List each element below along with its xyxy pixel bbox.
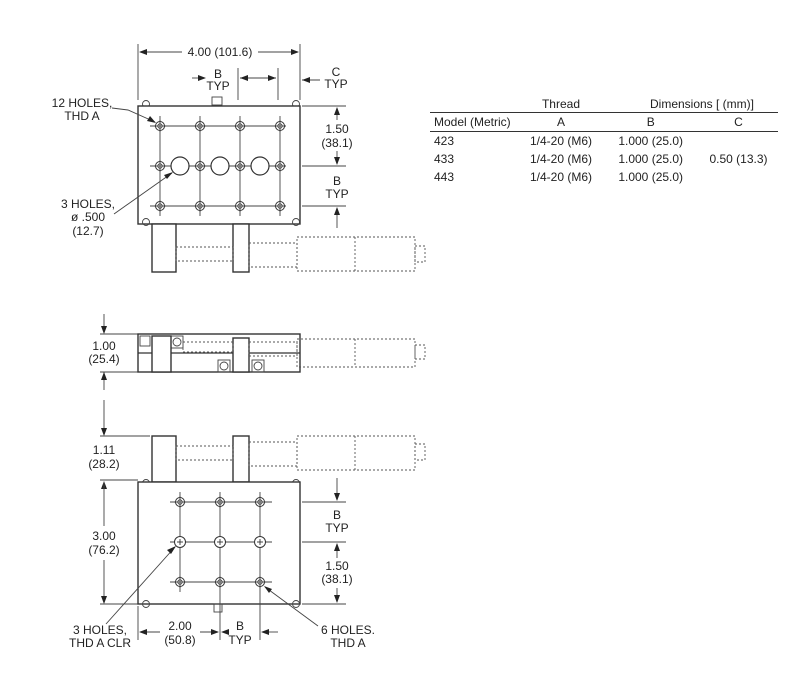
dimensions-table: Thread Dimensions [ (mm)] Model (Metric)… — [430, 96, 778, 186]
three-holes-dia-label-2: ø .500 — [71, 210, 105, 224]
cell-model: 433 — [434, 152, 455, 166]
height-300-mm: (76.2) — [88, 543, 119, 557]
six-holes-label-2: THD A — [330, 636, 365, 650]
micrometer-barrel — [248, 242, 298, 268]
table-row: 423 1/4-20 (M6) 1.000 (25.0) — [430, 132, 778, 151]
bottom-micrometer — [296, 435, 416, 471]
dim-150-bottom-label: 1.50 — [325, 559, 349, 573]
three-holes-clr-label-2: THD A CLR — [69, 636, 131, 650]
dim-150-mm: (38.1) — [321, 136, 352, 150]
b-label-bottom-right: B — [333, 508, 341, 522]
table-header-row-2: Model (Metric) A B C — [430, 112, 778, 132]
micrometer-thimble — [296, 236, 416, 272]
table-row: 433 1/4-20 (M6) 1.000 (25.0) 0.50 (13.3) — [430, 150, 778, 168]
header-dimensions: Dimensions [ (mm)] — [649, 97, 754, 111]
dim-150-bottom-mm: (38.1) — [321, 572, 352, 586]
three-holes-dia-label-3: (12.7) — [72, 224, 103, 238]
header-thread: Thread — [541, 97, 580, 111]
cell-c: 0.50 (13.3) — [709, 152, 768, 166]
cell-b: 1.000 (25.0) — [618, 134, 684, 148]
top-view: 4.00 (101.6) B TYP C TYP — [52, 44, 426, 273]
bracket-left — [151, 223, 177, 273]
b-label-bottom: B — [236, 619, 244, 633]
side-micrometer — [296, 338, 416, 368]
side-bracket-right — [232, 337, 250, 373]
dim-150-label: 1.50 — [325, 122, 349, 136]
b-label-top: B — [214, 67, 222, 81]
bracket-right — [232, 223, 250, 273]
twelve-holes-label-2: THD A — [64, 109, 99, 123]
bottom-bracket-left — [151, 435, 177, 483]
cell-thread: 1/4-20 (M6) — [529, 170, 592, 184]
cell-b: 1.000 (25.0) — [618, 170, 684, 184]
twelve-holes-label-1: 12 HOLES, — [52, 96, 113, 110]
side-view: 1.00 (25.4) — [88, 314, 426, 390]
c-typ: TYP — [324, 77, 347, 91]
header-a: A — [519, 112, 603, 132]
b-typ-top: TYP — [206, 79, 229, 93]
width-200-label: 2.00 — [168, 619, 192, 633]
table-header-row-1: Thread Dimensions [ (mm)] — [430, 96, 778, 113]
cell-b: 1.000 (25.0) — [618, 152, 684, 166]
side-height-mm: (25.4) — [88, 352, 119, 366]
bottom-view: 1.11 (28.2) 3.00 (76.2) — [69, 400, 426, 650]
lock-screw-top — [211, 96, 223, 106]
header-cell — [430, 96, 520, 113]
bottom-bracket-right — [232, 435, 250, 483]
side-bracket-left — [151, 335, 172, 373]
header-model: Model (Metric) — [430, 112, 520, 132]
b-label-right: B — [333, 174, 341, 188]
table-row: 443 1/4-20 (M6) 1.000 (25.0) — [430, 168, 778, 186]
six-holes-label-1: 6 HOLES. — [321, 623, 375, 637]
cell-thread: 1/4-20 (M6) — [529, 134, 592, 148]
b-typ-bottom: TYP — [228, 633, 251, 647]
header-c: C — [698, 112, 778, 132]
side-height-label: 1.00 — [92, 339, 116, 353]
height-111-label: 1.11 — [93, 443, 116, 457]
three-holes-dia-label-1: 3 HOLES, — [61, 197, 115, 211]
cell-model: 443 — [434, 170, 455, 184]
three-holes-clr-label-1: 3 HOLES, — [73, 623, 127, 637]
width-200-mm: (50.8) — [164, 633, 195, 647]
overall-width-label: 4.00 (101.6) — [188, 45, 253, 59]
c-label: C — [332, 65, 341, 79]
cell-thread: 1/4-20 (M6) — [529, 152, 592, 166]
cell-model: 423 — [434, 134, 455, 148]
large-holes-3 — [170, 156, 270, 176]
cell-c — [699, 132, 778, 151]
header-b: B — [602, 112, 699, 132]
b-typ-bottom-right: TYP — [325, 521, 348, 535]
height-111-mm: (28.2) — [88, 457, 119, 471]
b-typ-right: TYP — [325, 187, 348, 201]
cell-c — [699, 168, 778, 186]
height-300-label: 3.00 — [92, 529, 116, 543]
